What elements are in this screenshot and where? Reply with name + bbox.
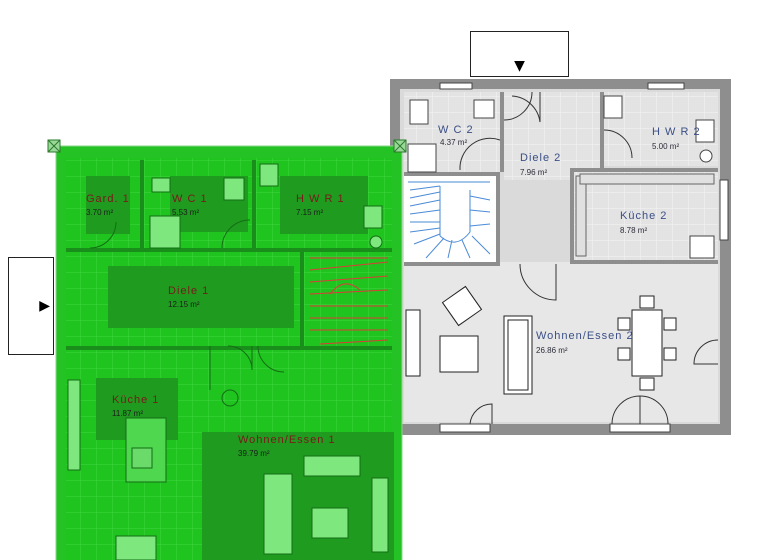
room-area-diele2: 7.96 m² <box>520 168 548 177</box>
room-area-kueche2: 8.78 m² <box>620 226 648 235</box>
arrow-right-icon: ▶ <box>39 298 50 314</box>
room-area-gard1: 3.70 m² <box>86 208 114 217</box>
room-area-diele1: 12.15 m² <box>168 300 200 309</box>
unit-2-plan <box>390 79 731 435</box>
room-label-kueche1: Küche 1 <box>112 394 160 406</box>
room-area-hwr1: 7.15 m² <box>296 208 324 217</box>
room-label-diele1: Diele 1 <box>168 285 210 297</box>
room-area-wohnen1: 39.79 m² <box>238 449 270 458</box>
arrow-down-icon: ▼ <box>514 58 525 74</box>
room-label-wohnen2: Wohnen/Essen 2 <box>536 330 634 342</box>
room-label-hwr2: H W R 2 <box>652 126 701 138</box>
room-area-wc1: 5.53 m² <box>172 208 200 217</box>
room-label-diele2: Diele 2 <box>520 152 562 164</box>
floor-up-button[interactable]: ▼ <box>470 31 569 77</box>
floor-left-button[interactable]: ▶ <box>8 257 54 355</box>
room-label-kueche2: Küche 2 <box>620 210 668 222</box>
unit-1-plan[interactable] <box>47 139 407 560</box>
room-label-hwr1: H W R 1 <box>296 193 345 205</box>
room-area-wc2: 4.37 m² <box>440 138 468 147</box>
room-label-wc1: W C 1 <box>172 193 208 205</box>
room-label-gard1: Gard. 1 <box>86 193 130 205</box>
room-area-hwr2: 5.00 m² <box>652 142 680 151</box>
room-label-wc2: W C 2 <box>438 124 474 136</box>
room-area-wohnen2: 26.86 m² <box>536 346 568 355</box>
room-label-wohnen1: Wohnen/Essen 1 <box>238 434 336 446</box>
room-area-kueche1: 11.87 m² <box>112 409 143 418</box>
